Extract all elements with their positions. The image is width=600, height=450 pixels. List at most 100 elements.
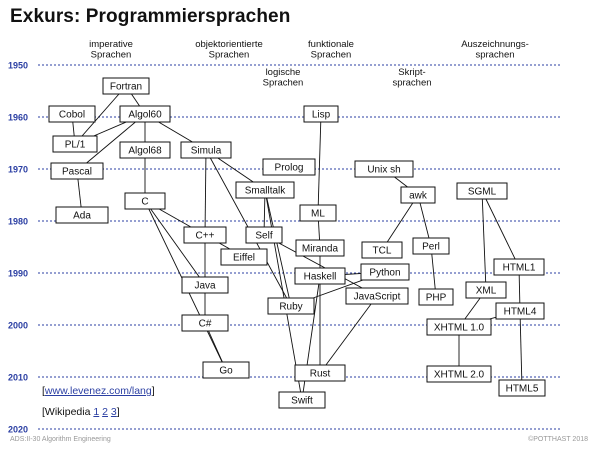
language-node-csharp: C# [181,314,229,332]
language-label: C# [199,319,212,330]
language-box [294,267,346,285]
language-node-cobol: Cobol [48,105,96,123]
footer-copyright: ©POTTHAST 2018 [528,436,588,443]
language-box [456,182,508,200]
category-header-line: objektorientierte [195,39,263,50]
category-header-line: funktionale [308,39,354,50]
wikipedia-link-1[interactable]: 1 [93,406,100,418]
category-header-line: sprachen [392,78,431,89]
language-node-miranda: Miranda [295,239,345,257]
language-box [299,204,337,222]
language-label: Eiffel [233,253,255,264]
language-box [418,288,454,306]
language-node-smalltalk: Smalltalk [235,181,295,199]
language-node-awk: awk [400,186,436,204]
language-node-ada: Ada [55,206,109,224]
year-label: 2010 [8,373,28,383]
language-box [495,302,545,320]
language-node-fortran: Fortran [102,77,150,95]
language-node-xml: XML [465,281,507,299]
language-label: Rust [310,369,331,380]
language-label: Algol68 [128,146,162,157]
language-label: Python [369,268,400,279]
language-box [220,248,268,266]
language-node-haskell: Haskell [294,267,346,285]
wikipedia-link-3[interactable]: 3 [110,406,117,418]
language-label: Lisp [312,110,331,121]
lineage-edge [264,189,292,307]
language-node-perl: Perl [412,237,450,255]
language-box [202,361,250,379]
language-label: HTML1 [503,263,536,274]
language-node-php: PHP [418,288,454,306]
language-label: HTML5 [506,384,539,395]
category-header-line: Sprachen [91,50,132,61]
language-node-simula: Simula [180,141,232,159]
wikipedia-link-2[interactable]: 2 [102,406,108,418]
language-box [426,365,492,383]
language-label: SGML [468,187,497,198]
lineage-edge [204,149,207,236]
language-label: JavaScript [354,292,401,303]
language-node-ruby: Ruby [267,297,315,315]
language-box [354,160,414,178]
category-header-line: sprachen [475,50,514,61]
lineage-edge [481,190,520,268]
category-header-line: logische [266,67,301,78]
lineage-edge [144,200,206,286]
language-node-unixsh: Unix sh [354,160,414,178]
language-label: Fortran [110,82,142,93]
language-box [181,276,229,294]
category-header-line: imperative [89,39,133,50]
slide-title: Exkurs: Programmiersprachen [10,6,291,27]
language-box [50,162,104,180]
lineage-edge [76,113,146,172]
language-node-cpp: C++ [183,226,227,244]
language-label: C [141,197,148,208]
language-box [181,314,229,332]
language-node-java: Java [181,276,229,294]
category-header: Skript-sprachen [392,67,431,89]
year-label: 2020 [8,425,28,435]
language-label: Pascal [62,167,92,178]
language-label: ML [311,209,325,220]
language-node-xhtml20: XHTML 2.0 [426,365,492,383]
lineage-edge [317,113,322,214]
language-label: XML [476,286,497,297]
language-node-lisp: Lisp [303,105,339,123]
language-box [345,287,409,305]
language-box [294,364,346,382]
language-box [426,318,492,336]
language-box [235,181,295,199]
language-box [493,258,545,276]
language-label: Perl [422,242,440,253]
language-box [183,226,227,244]
language-node-swift: Swift [278,391,326,409]
language-label: Java [194,281,216,292]
language-node-prolog: Prolog [262,158,316,176]
language-box [119,141,171,159]
language-box [267,297,315,315]
category-header: Auszeichnungs-sprachen [461,39,529,61]
levenez-link[interactable]: www.levenez.com/lang [44,385,152,397]
language-box [180,141,232,159]
language-node-javascript: JavaScript [345,287,409,305]
language-node-tcl: TCL [361,241,403,259]
language-box [102,77,150,95]
category-header-line: Sprachen [209,50,250,61]
lineage-edge [263,234,378,297]
language-box [303,105,339,123]
category-header-line: Auszeichnungs- [461,39,529,50]
year-label: 2000 [8,321,28,331]
year-label: 1980 [8,217,28,227]
language-label: PL/1 [65,140,86,151]
language-label: Algol60 [128,110,162,121]
language-label: Self [255,231,272,242]
language-box [48,105,96,123]
language-node-pl1: PL/1 [52,135,98,153]
language-node-ml: ML [299,204,337,222]
language-node-xhtml10: XHTML 1.0 [426,318,492,336]
language-label: Simula [191,146,222,157]
